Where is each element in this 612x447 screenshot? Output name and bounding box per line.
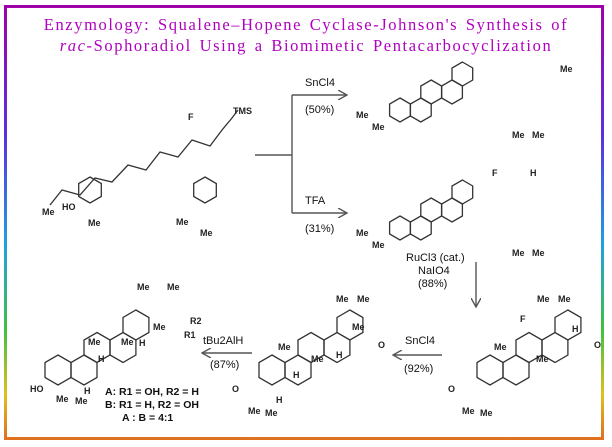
fluorine-label: F (492, 168, 498, 178)
me-label: Me (88, 337, 101, 347)
oxygen-label: O (378, 340, 385, 350)
reagent-dibal: tBu2AlH (203, 335, 243, 347)
hydroxyl-label: HO (62, 202, 76, 212)
final-product-ring (122, 309, 150, 341)
upper-product-ring (388, 97, 412, 123)
branch-arrow (255, 95, 346, 213)
yield-reduction: (87%) (210, 359, 239, 371)
polyene-chain (49, 109, 239, 206)
lower-product-ring (420, 197, 443, 223)
title-line-2: rac-Sophoradiol Using a Biomimetic Penta… (0, 35, 612, 56)
h-label: H (98, 354, 105, 364)
me-label: Me (372, 122, 385, 132)
h-label: H (276, 395, 283, 405)
h-label: H (293, 370, 300, 380)
start-ring (193, 176, 217, 204)
reagent-rucl3: RuCl3 (cat.) (406, 252, 465, 264)
upper-product-ring (420, 79, 443, 105)
me-label: Me (167, 282, 180, 292)
h-label: H (84, 386, 91, 396)
me-label: Me (265, 408, 278, 418)
h-label: H (139, 338, 146, 348)
hydroxyl-label: HO (30, 384, 44, 394)
fluoroketone-ring (554, 309, 582, 341)
me-label: Me (75, 396, 88, 406)
me-label: Me (336, 294, 349, 304)
upper-product-ring (451, 61, 474, 87)
reagent-tfa: TFA (305, 195, 326, 207)
r1-label: R1 (184, 330, 196, 340)
lower-product-ring (451, 179, 474, 205)
me-label: Me (248, 406, 261, 416)
me-label: Me (88, 218, 101, 228)
me-label: Me (494, 342, 507, 352)
me-label: Me (372, 240, 385, 250)
me-label: Me (537, 294, 550, 304)
me-label: Me (356, 110, 369, 120)
reagent-sncl4-upper: SnCl4 (305, 77, 335, 89)
oxygen-label: O (232, 384, 239, 394)
h-label: H (530, 168, 537, 178)
r2-label: R2 (190, 316, 202, 326)
title-line-1: Enzymology: Squalene–Hopene Cyclase-John… (43, 15, 569, 34)
oxygen-label: O (448, 384, 455, 394)
me-label: Me (42, 207, 55, 217)
title-italic: rac (59, 36, 87, 55)
me-label: Me (536, 354, 549, 364)
me-label: Me (121, 337, 134, 347)
h-label: H (572, 324, 579, 334)
me-label: Me (532, 130, 545, 140)
slide-title: Enzymology: Squalene–Hopene Cyclase-John… (0, 14, 612, 56)
yield-down: (88%) (418, 278, 447, 290)
title-rest: -Sophoradiol Using a Biomimetic Pentacar… (86, 36, 553, 55)
me-label: Me (357, 294, 370, 304)
tms-label: TMS (233, 106, 252, 116)
me-label: Me (56, 394, 69, 404)
me-label: Me (558, 294, 571, 304)
me-label: Me (356, 228, 369, 238)
definition-b: B: R1 = H, R2 = OH (105, 399, 199, 411)
slide-border (4, 5, 604, 440)
me-label: Me (512, 248, 525, 258)
me-label: Me (462, 406, 475, 416)
definition-a: A: R1 = OH, R2 = H (105, 386, 199, 398)
diketone-ring (336, 309, 364, 341)
me-label: Me (200, 228, 213, 238)
me-label: Me (311, 354, 324, 364)
me-label: Me (176, 217, 189, 227)
fluorine-label: F (520, 314, 526, 324)
me-label: Me (278, 342, 291, 352)
lower-product-ring (388, 215, 412, 241)
me-label: Me (153, 322, 166, 332)
yield-upper: (50%) (305, 104, 334, 116)
fluorine-label: F (188, 112, 194, 122)
me-label: Me (512, 130, 525, 140)
reagent-naio4: NaIO4 (418, 265, 450, 277)
yield-lower: (31%) (305, 223, 334, 235)
ratio: A : B = 4:1 (122, 412, 173, 424)
me-label: Me (137, 282, 150, 292)
me-label: Me (532, 248, 545, 258)
start-ring (78, 176, 102, 204)
diketone-ring (258, 354, 286, 386)
me-label: Me (560, 64, 573, 74)
me-label: Me (352, 322, 365, 332)
fluoroketone-ring (476, 354, 504, 386)
me-label: Me (480, 408, 493, 418)
final-product-ring (44, 354, 72, 386)
reagent-sncl4-2: SnCl4 (405, 335, 435, 347)
yield-sncl4-2: (92%) (404, 363, 433, 375)
h-label: H (336, 350, 343, 360)
oxygen-label: O (594, 340, 601, 350)
